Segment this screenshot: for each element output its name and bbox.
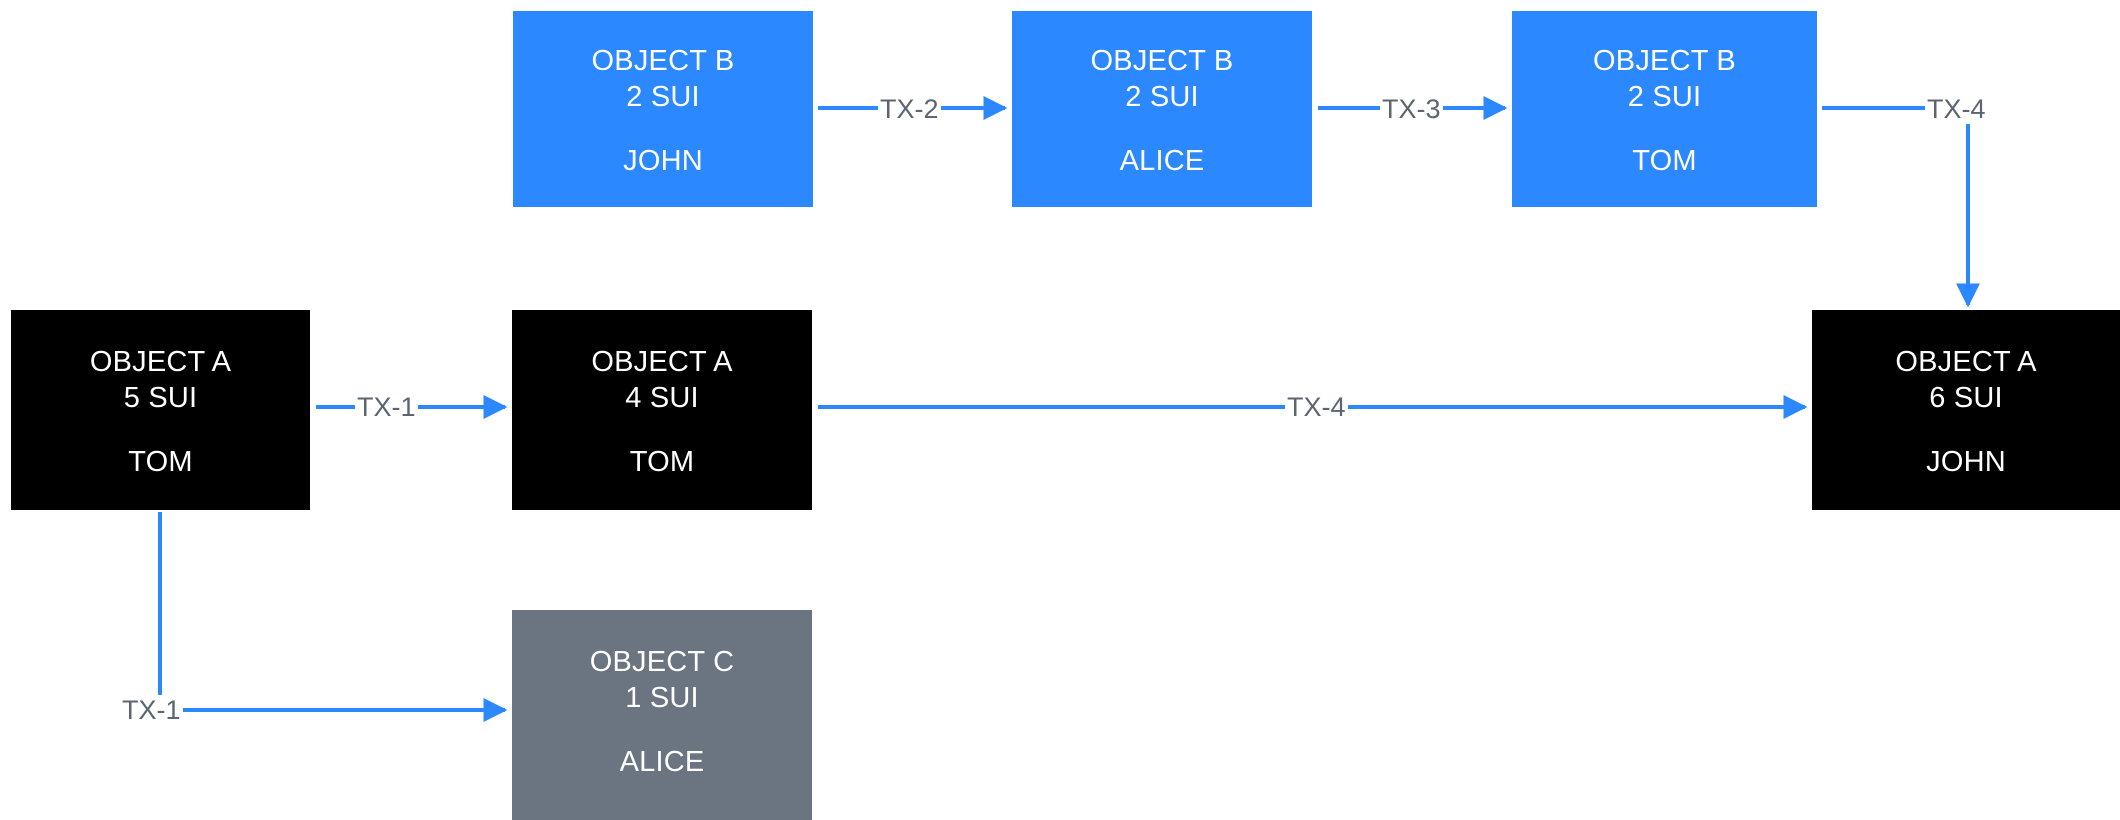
edge-label-tx4-top: TX-4 xyxy=(1925,94,1988,124)
node-header: OBJECT A 6 SUI xyxy=(1812,344,2120,416)
node-owner-label: TOM xyxy=(128,446,193,478)
node-object-b-alice[interactable]: OBJECT B 2 SUI ALICE xyxy=(1012,11,1312,207)
edge-label-tx4-middle: TX-4 xyxy=(1285,392,1348,422)
node-amount-label: 1 SUI xyxy=(625,682,699,714)
edge-label-tx3: TX-3 xyxy=(1380,94,1443,124)
node-owner-label: TOM xyxy=(1632,145,1697,177)
node-object-label: OBJECT A xyxy=(1895,346,2037,378)
node-owner-label: ALICE xyxy=(1119,145,1205,177)
node-object-c-1sui-alice[interactable]: OBJECT C 1 SUI ALICE xyxy=(512,610,812,820)
edge-tx1-to-object-c xyxy=(158,512,508,722)
node-owner-label: JOHN xyxy=(623,145,703,177)
node-header: OBJECT B 2 SUI xyxy=(513,43,813,115)
node-header: OBJECT C 1 SUI xyxy=(512,644,812,716)
node-object-label: OBJECT A xyxy=(89,346,232,378)
node-amount-label: 2 SUI xyxy=(1125,81,1199,113)
node-object-label: OBJECT B xyxy=(591,45,735,77)
node-object-label: OBJECT B xyxy=(1593,45,1736,77)
node-header: OBJECT A 4 SUI xyxy=(512,344,812,416)
node-object-a-5sui-tom[interactable]: OBJECT A 5 SUI TOM xyxy=(11,310,310,510)
node-owner-label: JOHN xyxy=(1926,446,2006,478)
edge-label-tx1-object-a: TX-1 xyxy=(355,392,418,422)
node-owner-label: ALICE xyxy=(619,746,705,778)
node-object-a-6sui-john[interactable]: OBJECT A 6 SUI JOHN xyxy=(1812,310,2120,510)
node-header: OBJECT A 5 SUI xyxy=(11,344,310,416)
node-object-b-tom[interactable]: OBJECT B 2 SUI TOM xyxy=(1512,11,1817,207)
node-amount-label: 2 SUI xyxy=(626,81,700,113)
node-amount-label: 6 SUI xyxy=(1929,382,2003,414)
node-object-a-4sui-tom[interactable]: OBJECT A 4 SUI TOM xyxy=(512,310,812,510)
edge-label-tx1-object-c: TX-1 xyxy=(120,695,183,725)
node-owner-label: TOM xyxy=(629,446,695,478)
node-object-label: OBJECT A xyxy=(591,346,733,378)
node-amount-label: 4 SUI xyxy=(625,382,699,414)
node-object-label: OBJECT C xyxy=(589,646,735,678)
edge-label-tx2: TX-2 xyxy=(878,94,941,124)
node-object-b-john[interactable]: OBJECT B 2 SUI JOHN xyxy=(513,11,813,207)
node-amount-label: 2 SUI xyxy=(1627,81,1702,113)
node-object-label: OBJECT B xyxy=(1090,45,1234,77)
node-header: OBJECT B 2 SUI xyxy=(1512,43,1817,115)
node-header: OBJECT B 2 SUI xyxy=(1012,43,1312,115)
node-amount-label: 5 SUI xyxy=(123,382,198,414)
edge-tx4-from-object-b xyxy=(1822,106,1980,308)
